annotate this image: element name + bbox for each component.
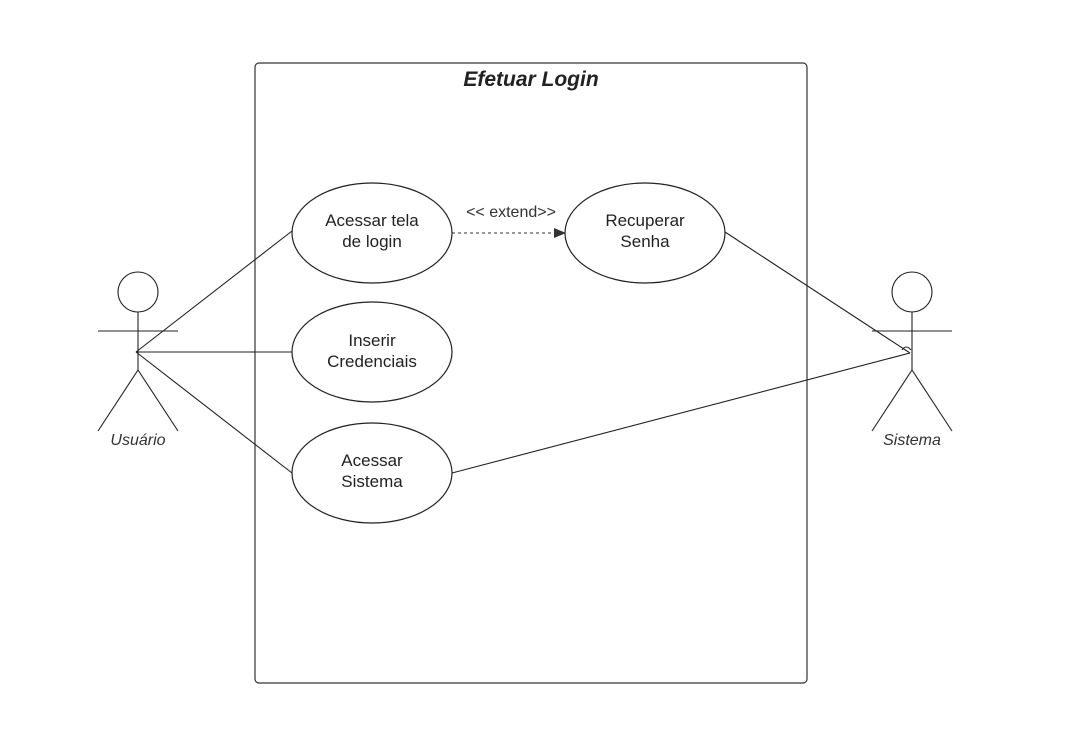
use-case-label: Acessar tela	[325, 211, 419, 230]
association-usuario-acessar-tela	[135, 230, 293, 353]
actor-label-sistema: Sistema	[883, 432, 941, 449]
actor-head	[117, 271, 159, 313]
actor-left-leg	[97, 369, 139, 432]
use-case-label: Acessar	[341, 451, 403, 470]
actor-sistema	[871, 271, 953, 432]
use-case-label: Senha	[620, 232, 670, 251]
use-case-acessar-sistema: Acessar Sistema	[291, 422, 453, 524]
association-sistema-recuperar-senha	[724, 231, 911, 354]
association-usuario-acessar-sistema	[135, 351, 293, 474]
actor-head	[891, 271, 933, 313]
actor-right-leg	[911, 369, 953, 432]
system-boundary	[254, 62, 808, 684]
use-case-ellipse	[564, 182, 726, 284]
system-boundary-title: Efetuar Login	[463, 68, 598, 91]
actor-left-leg	[871, 369, 913, 432]
use-case-label: Recuperar	[605, 211, 685, 230]
association-sistema-acessar-sistema	[451, 352, 911, 474]
use-case-ellipse	[291, 422, 453, 524]
use-case-recuperar-senha: Recuperar Senha	[564, 182, 726, 284]
use-case-inserir-credenciais: Inserir Credenciais	[291, 301, 453, 403]
use-case-label: Inserir	[348, 331, 396, 350]
use-case-label: Sistema	[341, 472, 403, 491]
actor-label-usuario: Usuário	[110, 432, 165, 449]
actor-usuario	[97, 271, 179, 432]
use-case-acessar-tela: Acessar tela de login	[291, 182, 453, 284]
use-case-ellipse	[291, 301, 453, 403]
extend-label: << extend>>	[466, 204, 556, 221]
use-case-label: Credenciais	[327, 352, 417, 371]
association-endpoint-sistema	[901, 346, 912, 351]
actor-right-leg	[137, 369, 179, 432]
use-case-label: de login	[342, 232, 402, 251]
use-case-ellipse	[291, 182, 453, 284]
